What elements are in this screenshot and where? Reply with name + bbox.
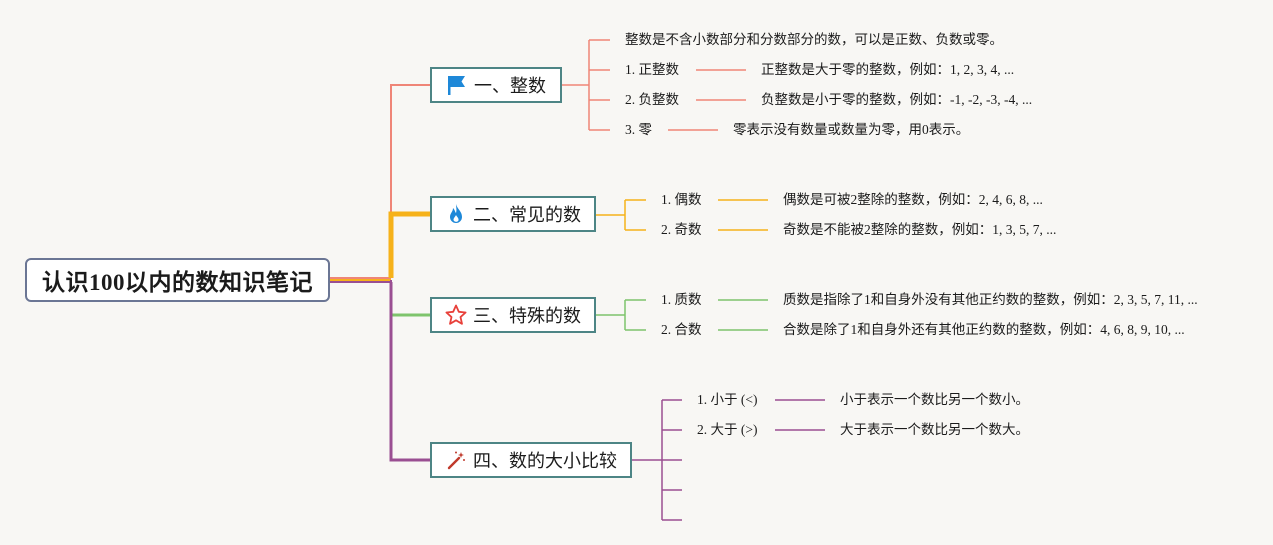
- root-title: 认识100以内的数知识笔记: [42, 270, 313, 295]
- subtopic-odd[interactable]: 2. 奇数: [661, 222, 702, 237]
- desc-less-than: 小于表示一个数比另一个数小。: [840, 392, 1029, 407]
- flag-icon: [446, 74, 468, 96]
- subtopic-zero[interactable]: 3. 零: [625, 122, 652, 137]
- branch1-connector: [390, 84, 430, 278]
- desc-composite: 合数是除了1和自身外还有其他正约数的整数，例如：4, 6, 8, 9, 10, …: [783, 322, 1185, 337]
- desc-greater-than: 大于表示一个数比另一个数大。: [840, 422, 1029, 437]
- subtopic-less-than[interactable]: 1. 小于 (<): [697, 392, 758, 407]
- subtopic-positive-integer[interactable]: 1. 正整数: [625, 62, 679, 77]
- subtopic-greater-than[interactable]: 2. 大于 (>): [697, 422, 758, 437]
- magic-wand-icon: [445, 449, 467, 471]
- desc-negative-integer: 负整数是小于零的整数，例如：-1, -2, -3, -4, ...: [761, 92, 1033, 107]
- branch-node-integers[interactable]: 一、整数: [430, 67, 562, 103]
- subtopic-even[interactable]: 1. 偶数: [661, 192, 702, 207]
- desc-zero: 零表示没有数量或数量为零，用0表示。: [733, 122, 970, 137]
- branch-label: 四、数的大小比较: [473, 451, 617, 471]
- desc-prime: 质数是指除了1和自身外没有其他正约数的整数，例如：2, 3, 5, 7, 11,…: [783, 292, 1198, 307]
- subtopic-composite[interactable]: 2. 合数: [661, 322, 702, 337]
- star-icon: [445, 304, 467, 326]
- desc-odd: 奇数是不能被2整除的整数，例如：1, 3, 5, 7, ...: [783, 222, 1057, 237]
- branch4-connector: [389, 282, 430, 462]
- desc-positive-integer: 正整数是大于零的整数，例如：1, 2, 3, 4, ...: [761, 62, 1015, 77]
- branch1-intro: 整数是不含小数部分和分数部分的数，可以是正数、负数或零。: [625, 32, 1003, 47]
- subtopic-negative-integer[interactable]: 2. 负整数: [625, 92, 679, 107]
- branch-label: 一、整数: [474, 76, 546, 96]
- desc-even: 偶数是可被2整除的整数，例如：2, 4, 6, 8, ...: [783, 192, 1043, 207]
- branch-label: 二、常见的数: [473, 205, 581, 225]
- subtopic-prime[interactable]: 1. 质数: [661, 292, 702, 307]
- branch-label: 三、特殊的数: [473, 306, 581, 326]
- root-node[interactable]: 认识100以内的数知识笔记: [25, 258, 330, 302]
- branch2-connector: [388, 211, 430, 278]
- branch-node-common-numbers[interactable]: 二、常见的数: [430, 196, 596, 232]
- branch-node-comparison[interactable]: 四、数的大小比较: [430, 442, 632, 478]
- flame-icon: [445, 203, 467, 225]
- branch-node-special-numbers[interactable]: 三、特殊的数: [430, 297, 596, 333]
